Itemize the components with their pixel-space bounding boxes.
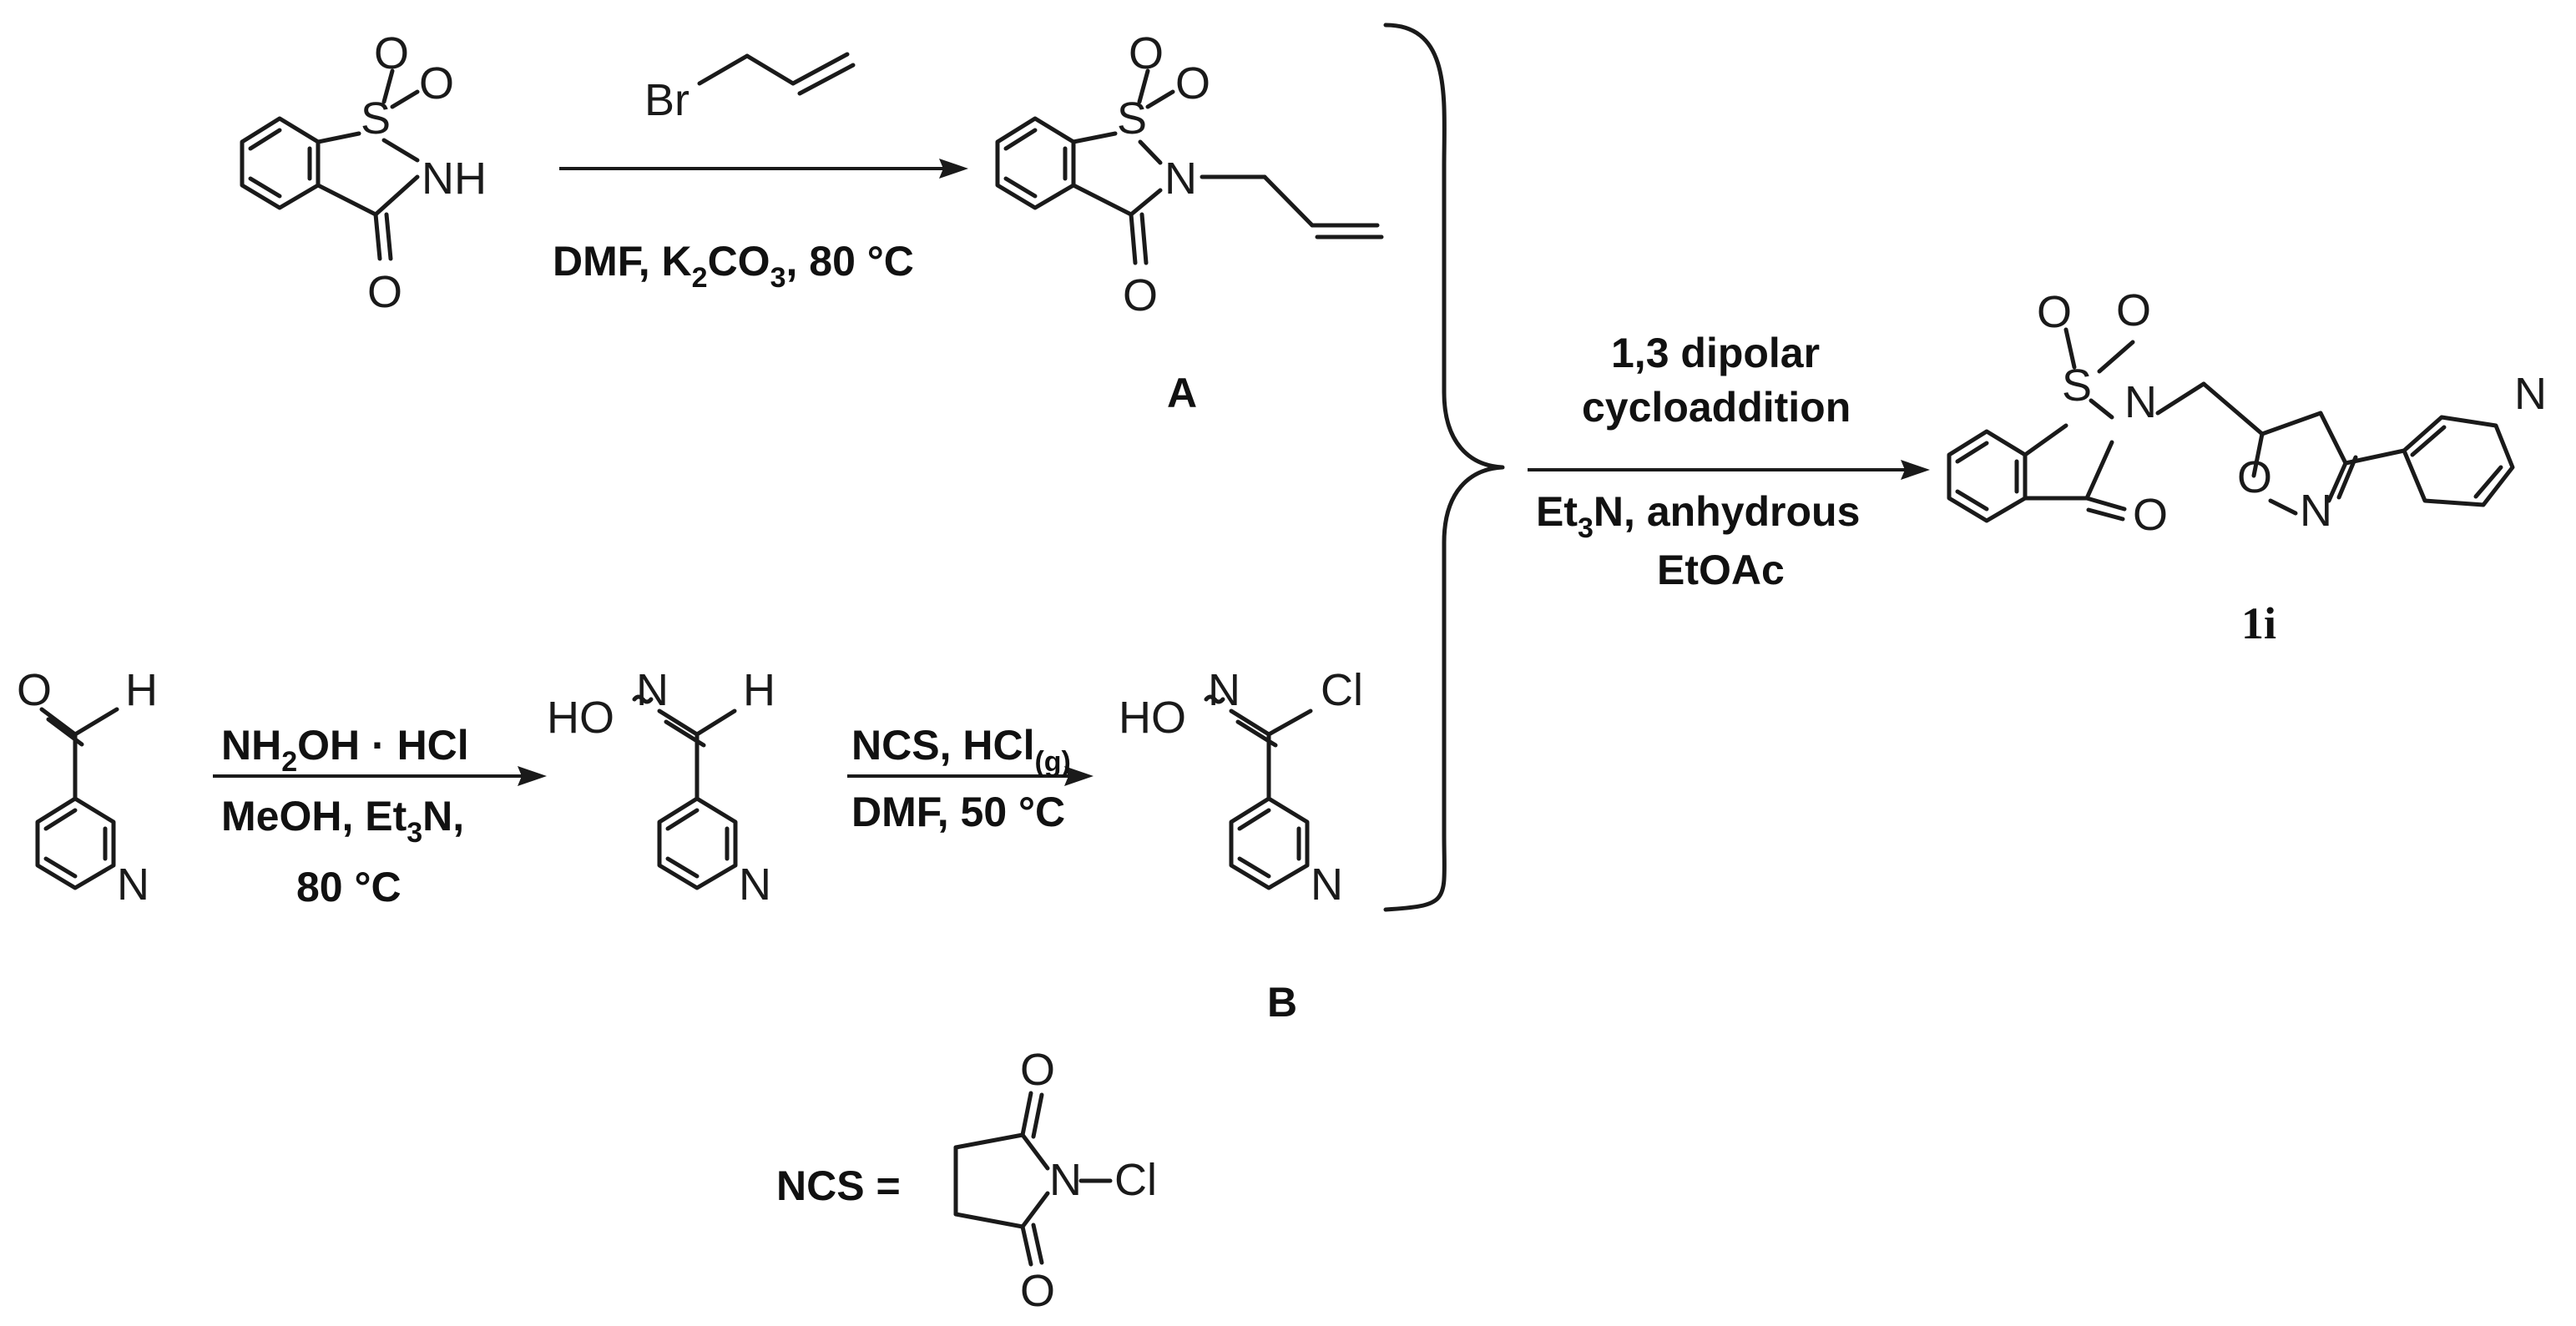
atom-label: S	[361, 93, 391, 144]
step2-line2: MeOH, Et3N,	[221, 793, 464, 849]
step4-line2: cycloaddition	[1582, 384, 1851, 431]
step1-conditions: DMF, K2CO3, 80 °C	[553, 238, 914, 294]
atom-label: N	[2514, 369, 2547, 419]
atom-label: O	[419, 58, 454, 108]
step3-line1: NCS, HCl(g)	[851, 722, 1071, 778]
arrowhead-4	[1901, 460, 1930, 480]
ncs-definition-label: NCS =	[776, 1162, 901, 1209]
arrowhead-3	[1064, 766, 1094, 786]
atom-label: O	[1123, 270, 1158, 320]
atom-label: N	[1208, 665, 1240, 715]
atom-label: O	[2037, 287, 2072, 337]
pyridine-carbaldehyde-structure: O H N	[17, 665, 158, 910]
atom-label: O	[1129, 28, 1164, 78]
product-1i-structure: S O O N O O N N	[1947, 285, 2547, 540]
ncs-structure: O N Cl O	[953, 1045, 1157, 1316]
atom-label: HO	[1119, 693, 1186, 743]
atom-label: O	[367, 267, 402, 317]
arrowhead-2	[518, 766, 547, 786]
atom-label: O	[2133, 490, 2168, 540]
step4-line3: Et3N, anhydrous	[1536, 488, 1860, 544]
atom-label: N	[2300, 486, 2332, 536]
atom-label: N	[1049, 1155, 1082, 1205]
pyridine-oxime-structure: HO N H N	[547, 665, 775, 910]
compound-a-structure: S O O N O	[995, 28, 1384, 320]
atom-label: N	[739, 860, 771, 910]
atom-label: HO	[547, 693, 614, 743]
atom-label: Cl	[1114, 1155, 1157, 1205]
atom-label: O	[1020, 1045, 1055, 1095]
atom-label: O	[2116, 285, 2151, 335]
step2-line1: NH2OH · HCl	[221, 722, 469, 778]
atom-label: Br	[644, 75, 689, 125]
arrowhead-1	[939, 159, 968, 179]
atom-label: O	[374, 28, 409, 78]
atom-label: NH	[422, 154, 487, 204]
atom-label: O	[1175, 58, 1210, 108]
allyl-bromide-structure: Br	[644, 52, 856, 125]
compound-b-label: B	[1267, 979, 1297, 1026]
atom-label: N	[636, 665, 669, 715]
saccharin-structure: S O O NH O	[240, 28, 487, 317]
atom-label: O	[1020, 1266, 1055, 1316]
atom-label: S	[1117, 93, 1147, 144]
step3-line2: DMF, 50 °C	[851, 789, 1065, 835]
atom-label: Cl	[1321, 665, 1363, 715]
atom-label: H	[125, 665, 158, 715]
atom-label: H	[743, 665, 775, 715]
atom-label: O	[2237, 452, 2272, 502]
atom-label: N	[2124, 377, 2157, 427]
atom-label: N	[117, 860, 149, 910]
step4-line1: 1,3 dipolar	[1611, 330, 1820, 376]
right-brace	[1383, 23, 1505, 912]
step4-line4: EtOAc	[1657, 547, 1785, 593]
atom-label: S	[2062, 360, 2092, 411]
product-label: 1i	[2241, 598, 2276, 648]
compound-a-label: A	[1167, 370, 1197, 416]
compound-b-structure: HO N Cl N	[1119, 665, 1363, 910]
atom-label: O	[17, 665, 52, 715]
atom-label: N	[1164, 154, 1197, 204]
atom-label: N	[1311, 860, 1343, 910]
step2-line3: 80 °C	[296, 864, 402, 910]
